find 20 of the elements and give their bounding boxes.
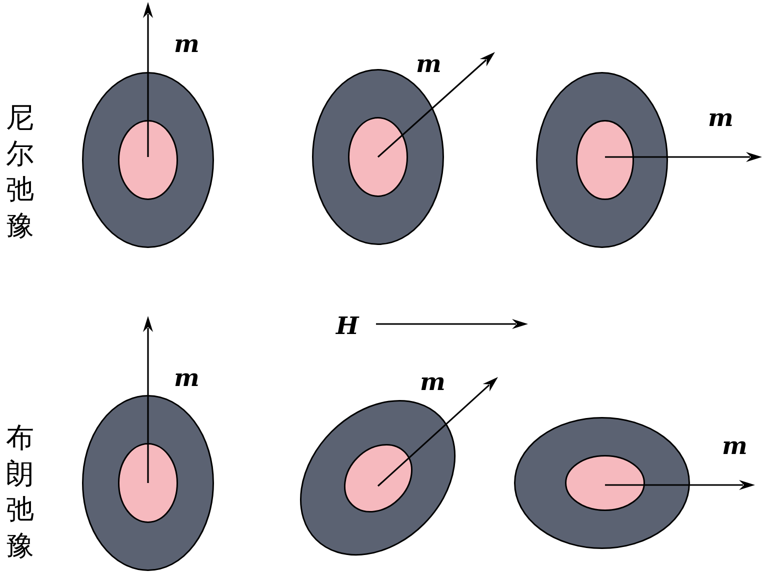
particle-ellipse xyxy=(300,400,456,556)
core-ellipse xyxy=(576,120,634,200)
core-ellipse xyxy=(348,117,408,197)
vertical-label: 布朗弛豫 xyxy=(5,420,35,564)
vertical-label: 尼尔弛豫 xyxy=(5,100,35,244)
particle-ellipse xyxy=(536,72,668,248)
core-ellipse xyxy=(344,444,412,512)
particle-ellipse xyxy=(82,72,214,248)
core-ellipse xyxy=(118,120,178,200)
particle-ellipse xyxy=(82,395,214,571)
vector-label: H xyxy=(336,314,359,338)
vector-label: m xyxy=(420,370,446,394)
vector-label: m xyxy=(174,32,200,56)
particle-ellipse xyxy=(514,417,690,549)
core-ellipse xyxy=(565,455,645,511)
vector-label: m xyxy=(708,106,734,130)
core-ellipse xyxy=(118,443,178,523)
vector-label: m xyxy=(416,52,442,76)
vector-label: m xyxy=(174,366,200,390)
vector-label: m xyxy=(722,434,748,458)
